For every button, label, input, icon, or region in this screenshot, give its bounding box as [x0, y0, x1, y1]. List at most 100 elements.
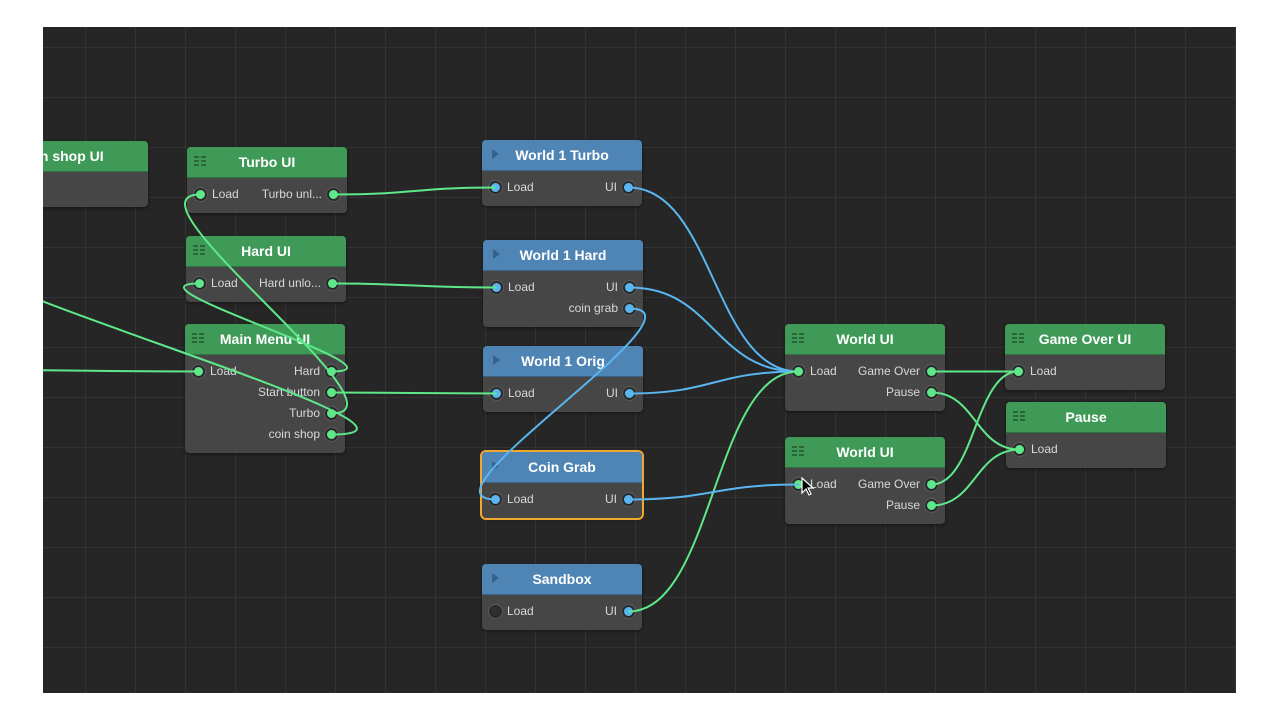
port-label: coin grab — [568, 301, 618, 315]
play-icon — [492, 461, 499, 471]
input-port[interactable] — [489, 605, 502, 618]
node-title: Sandbox — [532, 571, 592, 587]
mouse-cursor-icon — [801, 477, 815, 496]
output-port[interactable] — [622, 181, 635, 194]
port-label: Load — [211, 276, 238, 290]
output-port[interactable] — [325, 386, 338, 399]
node-title: World UI — [836, 331, 894, 347]
input-port[interactable] — [490, 281, 503, 294]
ui-node-icon — [1012, 333, 1024, 343]
output-port[interactable] — [327, 188, 340, 201]
port-label: Pause — [885, 498, 920, 512]
port-label: Load — [810, 477, 837, 491]
input-port[interactable] — [489, 181, 502, 194]
port-label: Start button — [257, 385, 320, 399]
output-port[interactable] — [925, 499, 938, 512]
node-title: Hard UI — [241, 243, 291, 259]
play-icon — [493, 355, 500, 365]
connection-link[interactable] — [628, 483, 799, 501]
output-port[interactable] — [622, 493, 635, 506]
connection-link[interactable] — [628, 186, 799, 373]
play-icon — [492, 573, 499, 583]
input-port[interactable] — [490, 387, 503, 400]
node-world1-orig[interactable]: World 1 Orig Load UI — [483, 346, 643, 412]
connection-link[interactable] — [332, 282, 497, 289]
ui-node-icon — [193, 245, 205, 255]
node-title: Pause — [1065, 409, 1107, 425]
node-title: Coin Grab — [528, 459, 596, 475]
connection-link[interactable] — [333, 186, 496, 196]
input-port[interactable] — [1012, 365, 1025, 378]
node-title: World 1 Hard — [519, 247, 607, 263]
ui-node-icon — [1013, 411, 1025, 421]
connection-link[interactable] — [629, 370, 799, 395]
connection-link[interactable] — [628, 370, 799, 613]
output-port[interactable] — [326, 277, 339, 290]
port-label: Hard — [293, 364, 320, 378]
port-label: UI — [606, 386, 618, 400]
node-title: World 1 Turbo — [515, 147, 609, 163]
port-label: Load — [508, 386, 535, 400]
port-label: Game Over — [857, 477, 920, 491]
output-port[interactable] — [325, 365, 338, 378]
play-icon — [493, 249, 500, 259]
node-coin-shop-ui[interactable]: Coin shop UI — [43, 141, 148, 207]
ui-node-icon — [192, 333, 204, 343]
node-title: World 1 Orig — [521, 353, 605, 369]
node-title: Coin shop UI — [43, 141, 148, 172]
input-port[interactable] — [792, 365, 805, 378]
port-label: UI — [605, 492, 617, 506]
port-label: Load — [508, 280, 535, 294]
connection-link[interactable] — [331, 391, 497, 395]
input-port[interactable] — [1013, 443, 1026, 456]
output-port[interactable] — [925, 365, 938, 378]
output-port[interactable] — [623, 302, 636, 315]
input-port[interactable] — [193, 277, 206, 290]
port-label: Load — [1031, 442, 1058, 456]
port-label: UI — [605, 180, 617, 194]
connection-link[interactable] — [43, 369, 199, 373]
output-port[interactable] — [325, 407, 338, 420]
node-game-over-ui[interactable]: Game Over UI Load — [1005, 324, 1165, 390]
port-label: Game Over — [857, 364, 920, 378]
node-title: World UI — [836, 444, 894, 460]
node-world-ui-a[interactable]: World UI Load Game Over Pause — [785, 324, 945, 411]
port-label: Load — [810, 364, 837, 378]
port-label: Load — [507, 604, 534, 618]
output-port[interactable] — [325, 428, 338, 441]
play-icon — [492, 149, 499, 159]
port-label: Load — [212, 187, 239, 201]
port-label: Pause — [885, 385, 920, 399]
output-port[interactable] — [925, 478, 938, 491]
node-world1-turbo[interactable]: World 1 Turbo Load UI — [482, 140, 642, 206]
input-port[interactable] — [192, 365, 205, 378]
port-label: Turbo — [289, 406, 320, 420]
node-title: Main Menu UI — [219, 331, 311, 347]
port-label: Load — [507, 492, 534, 506]
output-port[interactable] — [623, 281, 636, 294]
ui-node-icon — [792, 333, 804, 343]
output-port[interactable] — [622, 605, 635, 618]
output-port[interactable] — [925, 386, 938, 399]
ui-node-icon — [194, 156, 206, 166]
node-title: Game Over UI — [1038, 331, 1132, 347]
node-world1-hard[interactable]: World 1 Hard Load UI coin grab — [483, 240, 643, 327]
node-main-menu-ui[interactable]: Main Menu UI Load Hard Start button Turbo… — [185, 324, 345, 453]
input-port[interactable] — [194, 188, 207, 201]
port-label: Turbo unl... — [261, 187, 322, 201]
output-port[interactable] — [623, 387, 636, 400]
ui-node-icon — [792, 446, 804, 456]
node-coin-grab[interactable]: Coin Grab Load UI — [480, 450, 644, 520]
port-label: Load — [507, 180, 534, 194]
port-label: coin shop — [268, 427, 320, 441]
node-pause[interactable]: Pause Load — [1006, 402, 1166, 468]
port-label: Load — [210, 364, 237, 378]
connection-link[interactable] — [629, 286, 799, 373]
input-port[interactable] — [489, 493, 502, 506]
port-label: Load — [1030, 364, 1057, 378]
port-label: UI — [606, 280, 618, 294]
